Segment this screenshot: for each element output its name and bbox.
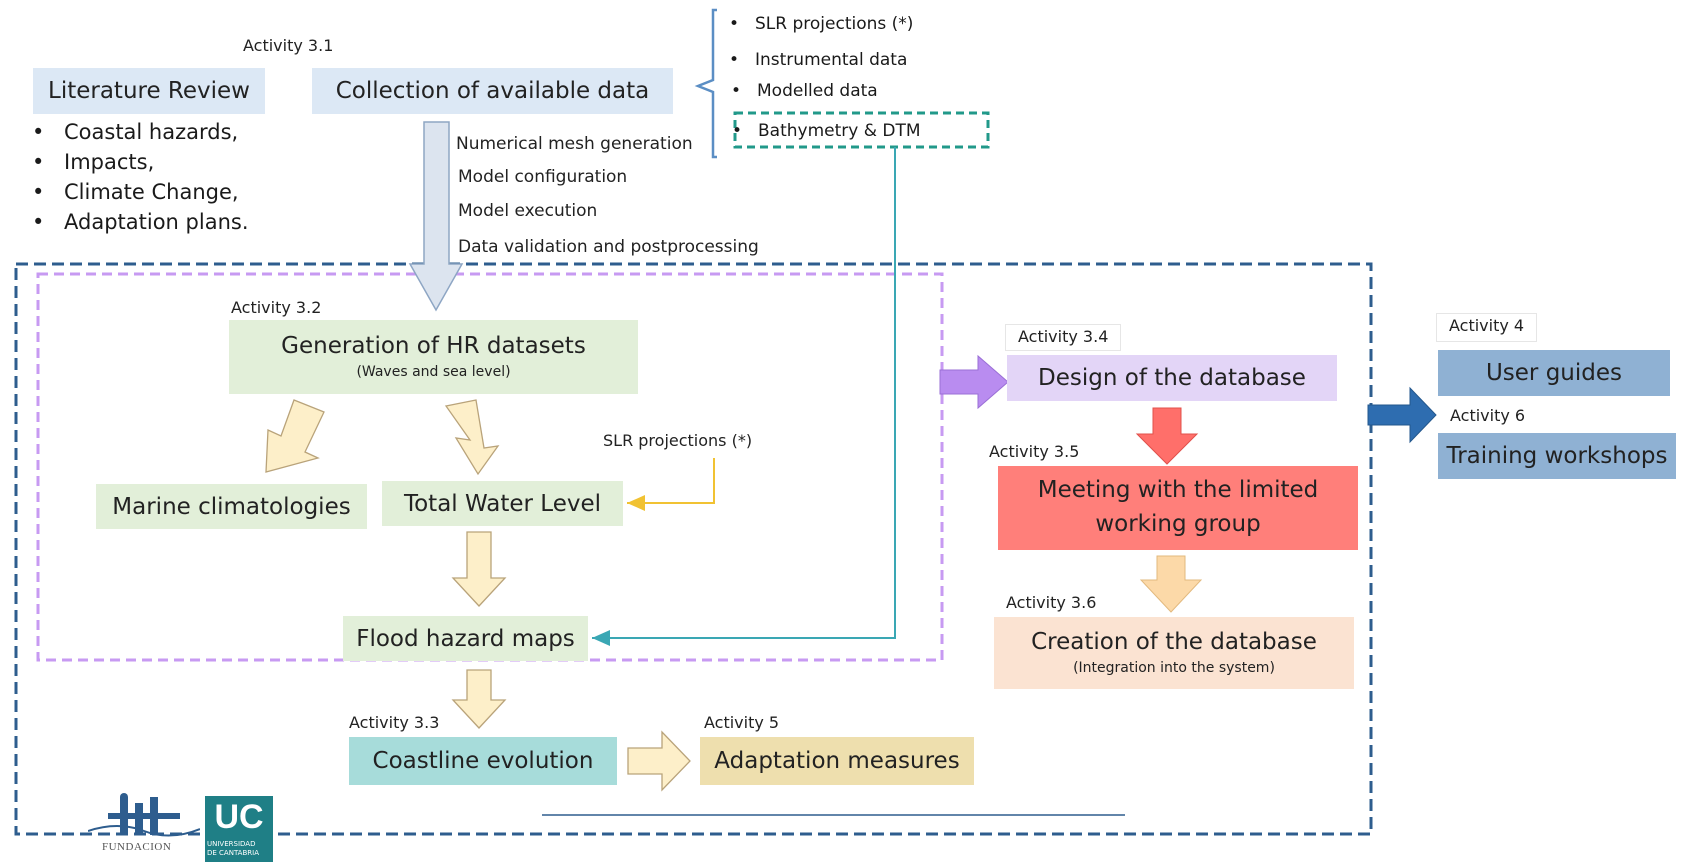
process-step: Model configuration xyxy=(458,167,628,187)
meeting-working-group-box: Meeting with the limited working group xyxy=(998,466,1358,550)
hr-datasets-subtitle: (Waves and sea level) xyxy=(356,364,511,381)
creation-database-subtitle: (Integration into the system) xyxy=(1073,660,1275,677)
design-database-text: Design of the database xyxy=(1038,365,1306,391)
training-workshops-text: Training workshops xyxy=(1446,443,1668,469)
arrow-to-marine-climatologies xyxy=(265,399,325,473)
hr-datasets-box: Generation of HR datasets (Waves and sea… xyxy=(229,320,638,394)
data-source-item: Instrumental data xyxy=(729,50,907,70)
flood-hazard-maps-box: Flood hazard maps xyxy=(343,616,588,661)
activity-5-label: Activity 5 xyxy=(704,713,780,732)
marine-climatologies-text: Marine climatologies xyxy=(112,493,351,520)
uc-logo-text-1: UNIVERSIDAD xyxy=(207,840,256,848)
literature-topics-list: Coastal hazards, Impacts, Climate Change… xyxy=(30,117,249,237)
activity-3-1-label: Activity 3.1 xyxy=(243,36,334,55)
data-source-item: Modelled data xyxy=(731,81,878,101)
user-guides-text: User guides xyxy=(1485,360,1623,386)
collection-data-text: Collection of available data xyxy=(335,78,650,104)
arrow-to-user-guides xyxy=(1367,386,1437,444)
training-workshops-box: Training workshops xyxy=(1438,433,1676,479)
list-item: Adaptation plans. xyxy=(30,207,249,237)
activity-3-6-label: Activity 3.6 xyxy=(1006,593,1097,612)
ih-logo-text: FUNDACION xyxy=(102,841,172,853)
hr-datasets-text: Generation of HR datasets xyxy=(281,332,586,359)
adaptation-measures-box: Adaptation measures xyxy=(700,737,974,785)
arrow-to-meeting xyxy=(1135,407,1199,465)
uc-logo-mark: UC xyxy=(214,798,264,836)
data-sources-bracket xyxy=(694,8,717,159)
slr-projections-note: SLR projections (*) xyxy=(603,431,753,450)
data-source-item: SLR projections (*) xyxy=(729,14,913,34)
arrow-to-coastline-evolution xyxy=(451,669,507,729)
arrow-to-design-database xyxy=(939,354,1009,410)
arrow-to-total-water-level xyxy=(444,399,500,476)
meeting-text-line1: Meeting with the limited xyxy=(1037,477,1319,504)
total-water-level-text: Total Water Level xyxy=(403,490,602,517)
process-step: Numerical mesh generation xyxy=(456,134,693,154)
arrow-to-creation-database xyxy=(1139,555,1203,613)
activity-3-2-label: Activity 3.2 xyxy=(231,298,322,317)
literature-review-box: Literature Review xyxy=(33,68,265,114)
activity-3-4-label: Activity 3.4 xyxy=(1005,324,1122,351)
flood-hazard-maps-text: Flood hazard maps xyxy=(356,625,575,652)
arrow-to-flood-hazard-maps xyxy=(451,531,507,607)
uc-logo: UC UNIVERSIDAD DE CANTABRIA xyxy=(205,796,273,862)
data-source-item: Bathymetry & DTM xyxy=(732,121,920,141)
marine-climatologies-box: Marine climatologies xyxy=(96,484,367,529)
collection-data-box: Collection of available data xyxy=(312,68,673,114)
activity-4-label: Activity 4 xyxy=(1436,313,1538,342)
creation-database-box: Creation of the database (Integration in… xyxy=(994,617,1354,689)
process-step: Model execution xyxy=(458,201,598,221)
total-water-level-box: Total Water Level xyxy=(382,481,623,526)
uc-logo-text-2: DE CANTABRIA xyxy=(207,849,259,857)
activity-3-3-label: Activity 3.3 xyxy=(349,713,440,732)
coastline-evolution-box: Coastline evolution xyxy=(349,737,617,785)
bathymetry-to-flood-connector xyxy=(592,147,896,646)
creation-database-text: Creation of the database xyxy=(1031,628,1317,655)
outer-dashed-frame xyxy=(14,262,1373,836)
list-item: Impacts, xyxy=(30,147,249,177)
design-database-box: Design of the database xyxy=(1007,355,1337,401)
inner-dashed-frame xyxy=(36,272,944,662)
arrow-to-adaptation-measures xyxy=(627,730,691,792)
slr-to-twl-connector xyxy=(627,458,715,511)
meeting-text-line2: working group xyxy=(1095,511,1261,537)
collection-down-arrow xyxy=(408,121,464,312)
ih-logo-mark-icon xyxy=(87,793,201,837)
activity-3-5-label: Activity 3.5 xyxy=(989,442,1080,461)
process-step: Data validation and postprocessing xyxy=(458,237,759,257)
list-item: Climate Change, xyxy=(30,177,249,207)
activity-6-label: Activity 6 xyxy=(1438,404,1538,427)
ih-cantabria-logo: FUNDACION xyxy=(87,793,201,863)
coastline-evolution-text: Coastline evolution xyxy=(372,748,594,774)
user-guides-box: User guides xyxy=(1438,350,1670,396)
adaptation-measures-text: Adaptation measures xyxy=(714,748,960,774)
literature-review-text: Literature Review xyxy=(48,78,250,104)
list-item: Coastal hazards, xyxy=(30,117,249,147)
